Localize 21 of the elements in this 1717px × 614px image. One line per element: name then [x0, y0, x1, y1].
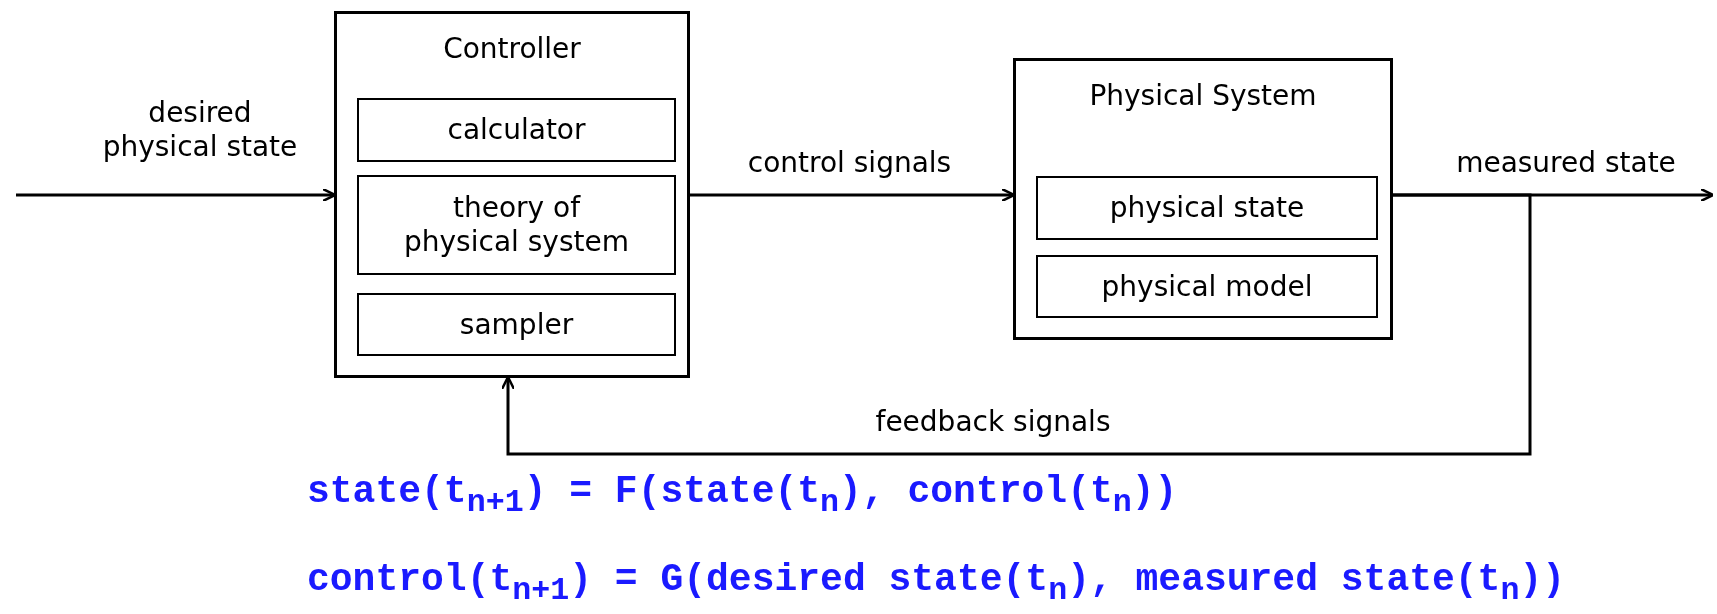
component-label: calculator	[447, 113, 586, 147]
component-box	[357, 293, 676, 356]
component-label: sampler	[459, 307, 574, 342]
component-label: theory of physical system	[403, 191, 630, 259]
component-box	[357, 175, 676, 275]
component-box	[357, 98, 676, 162]
edge-label: desired physical state	[101, 96, 299, 164]
block-title: Physical System	[1088, 79, 1318, 113]
arrow	[500, 193, 1532, 456]
component-label: physical model	[1101, 269, 1313, 304]
block-title: Controller	[442, 32, 582, 66]
edge-label: measured state	[1455, 146, 1677, 180]
block-box	[334, 11, 690, 378]
edge-label: feedback signals	[874, 405, 1112, 439]
component-box	[1036, 176, 1378, 240]
block-box	[1013, 58, 1393, 340]
component-label: physical state	[1109, 191, 1305, 225]
equation: control(t$_{n+1}$) = G(desired state(t$_{n}$), measured state(t$_{n}$))	[307, 558, 1565, 609]
equation: state(t$_{n+1}$) = F(state(t$_{n}$), control(t$_{n}$))	[307, 470, 1178, 521]
edge-label: control signals	[746, 146, 953, 180]
component-box	[1036, 255, 1378, 318]
